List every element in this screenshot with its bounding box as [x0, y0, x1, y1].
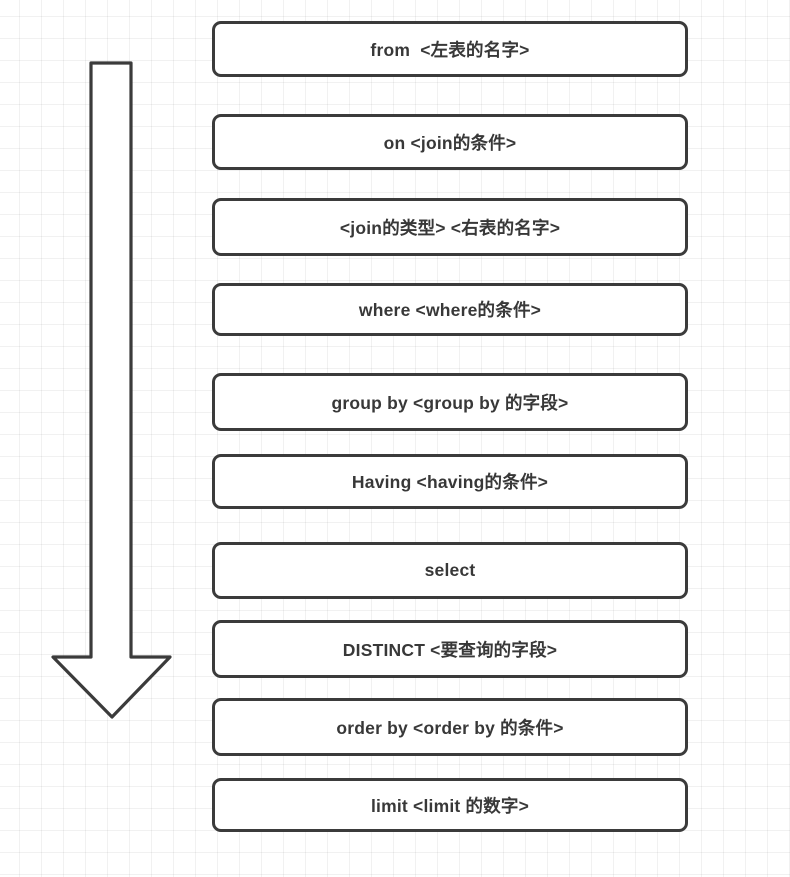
flow-box-order-by: order by <order by 的条件>	[212, 698, 688, 756]
flow-box-label: DISTINCT <要查询的字段>	[342, 639, 558, 660]
flow-box-label: <join的类型> <右表的名字>	[339, 217, 561, 238]
flow-box-label: select	[424, 560, 476, 580]
flow-box-label: limit <limit 的数字>	[370, 795, 529, 816]
flow-box-label: Having <having的条件>	[351, 472, 549, 492]
flow-box-where: where <where的条件>	[212, 283, 688, 336]
flow-box-label: from <左表的名字>	[370, 39, 530, 60]
flow-box-on: on <join的条件>	[212, 114, 688, 170]
flow-box-select: select	[212, 542, 688, 599]
flow-box-label: group by <group by 的字段>	[331, 392, 569, 413]
flow-box-label: where <where的条件>	[358, 300, 542, 320]
flow-box-from: from <左表的名字>	[212, 21, 688, 77]
flow-box-group-by: group by <group by 的字段>	[212, 373, 688, 431]
flow-box-join: <join的类型> <右表的名字>	[212, 198, 688, 256]
flow-box-having: Having <having的条件>	[212, 454, 688, 509]
flow-box-distinct: DISTINCT <要查询的字段>	[212, 620, 688, 678]
flow-box-label: on <join的条件>	[383, 132, 517, 153]
flow-box-limit: limit <limit 的数字>	[212, 778, 688, 832]
flow-box-label: order by <order by 的条件>	[336, 717, 564, 738]
